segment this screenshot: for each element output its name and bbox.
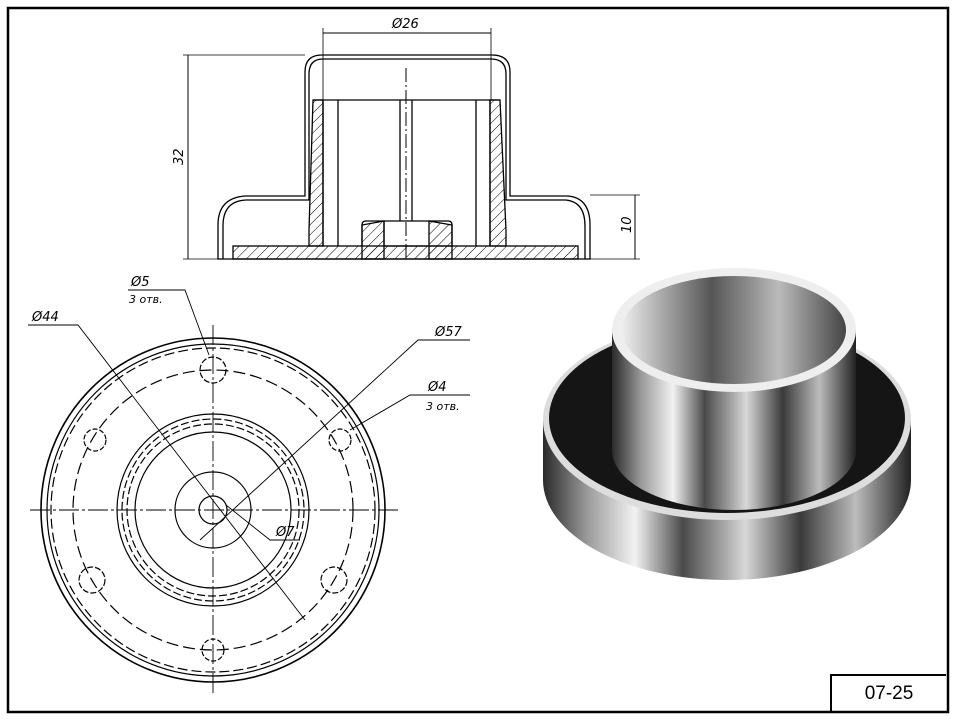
mounting-hole bbox=[78, 566, 106, 594]
dim-diameter-5: Ø5 bbox=[130, 275, 150, 290]
drawing-code: 07-25 bbox=[864, 682, 914, 704]
hole-count-note: 3 отв. bbox=[129, 293, 163, 306]
mounting-hole bbox=[201, 638, 225, 662]
product-render bbox=[543, 268, 911, 580]
mounting-hole bbox=[320, 566, 348, 594]
sheet-border bbox=[6, 6, 950, 714]
dim-diameter-7: Ø7 bbox=[275, 525, 295, 540]
mounting-hole bbox=[83, 428, 107, 452]
hole-count-note: 3 отв. bbox=[426, 400, 460, 413]
dim-diameter-44: Ø44 bbox=[31, 310, 59, 325]
plan-view bbox=[28, 289, 470, 695]
section-view bbox=[183, 28, 640, 260]
mounting-hole bbox=[199, 356, 227, 384]
dim-height-10: 10 bbox=[620, 216, 635, 233]
dim-height-32: 32 bbox=[172, 148, 187, 165]
mounting-hole bbox=[328, 428, 352, 452]
drawing-code-box: 07-25 bbox=[830, 674, 946, 711]
dim-diameter-26: Ø26 bbox=[391, 17, 419, 32]
dim-diameter-4: Ø4 bbox=[427, 380, 447, 395]
dim-diameter-57: Ø57 bbox=[434, 325, 463, 340]
